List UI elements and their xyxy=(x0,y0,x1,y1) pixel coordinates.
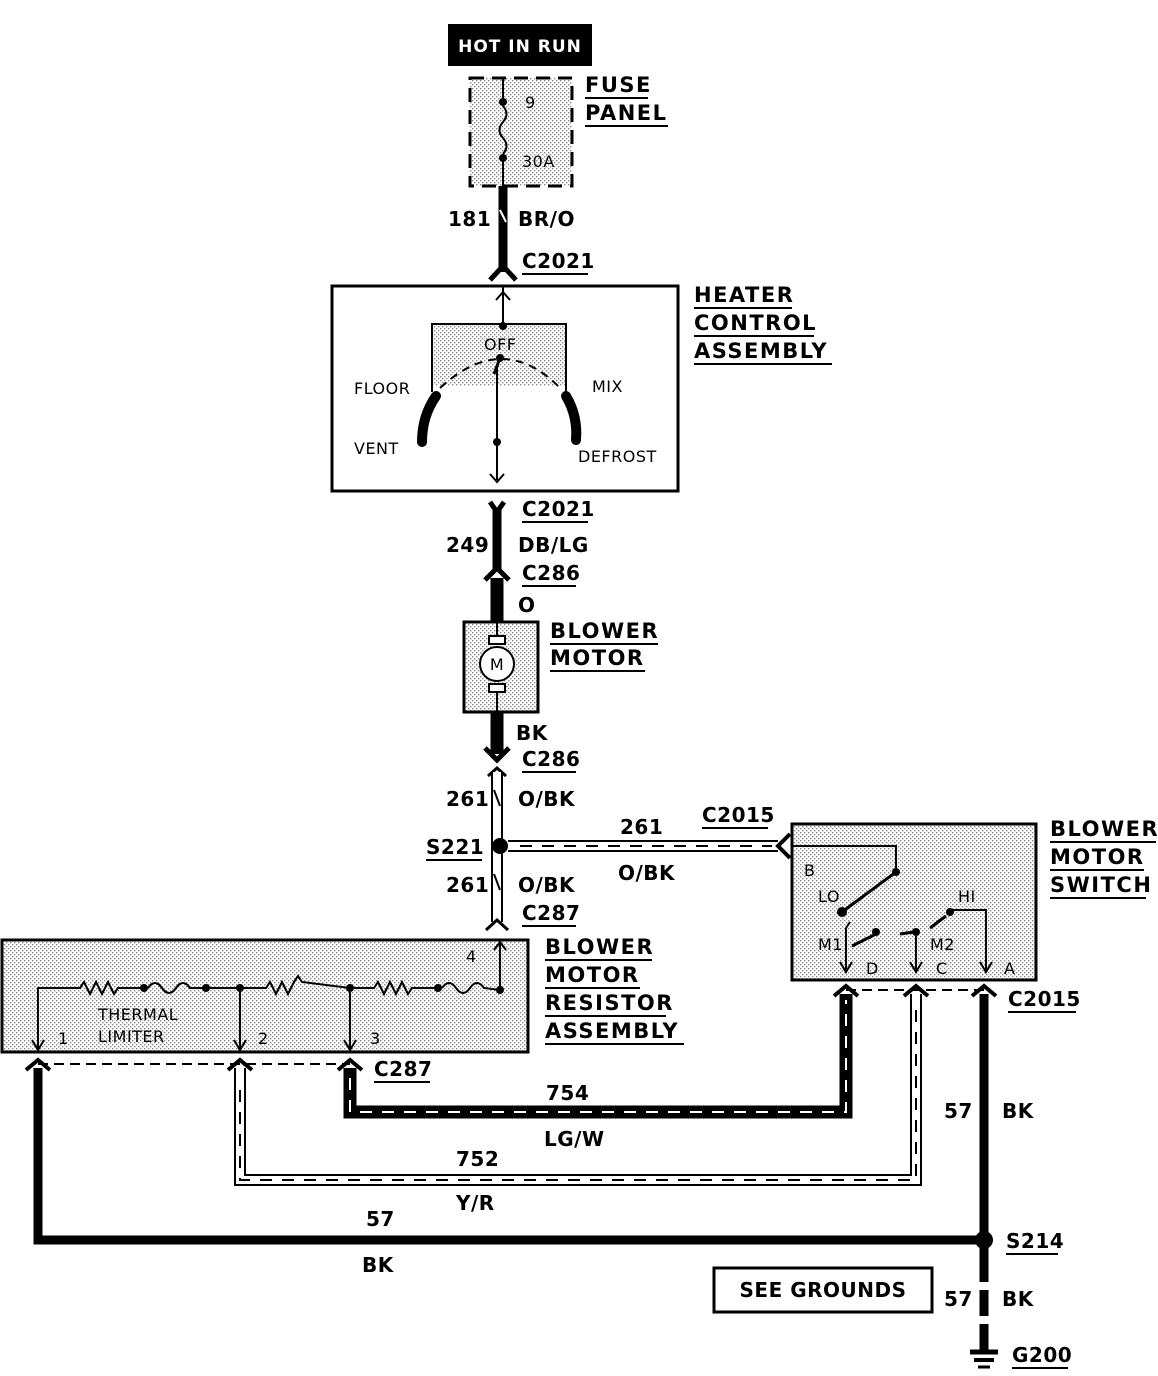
hot-in-run-text: HOT IN RUN xyxy=(458,37,582,57)
resistor-title-4: ASSEMBLY xyxy=(545,1019,679,1043)
position-floor: FLOOR xyxy=(354,379,410,398)
connector-c2021-bottom: C2021 xyxy=(522,497,595,521)
position-defrost: DEFROST xyxy=(578,447,657,466)
blower-motor-title-2: MOTOR xyxy=(550,646,645,670)
wire-752 xyxy=(234,994,922,1186)
ground-symbol-icon xyxy=(970,1349,998,1369)
splice-s221: S221 xyxy=(426,835,484,859)
fuse-panel: 9 30A xyxy=(468,76,574,188)
wire-261-b-color: O/BK xyxy=(518,873,576,897)
connector-c287-bottom-label: C287 xyxy=(374,1057,432,1081)
wire-754-circuit: 754 xyxy=(546,1081,589,1105)
thermal-limiter-1: THERMAL xyxy=(97,1005,178,1024)
see-grounds-text: SEE GROUNDS xyxy=(740,1278,907,1302)
wire-249-color: DB/LG xyxy=(518,533,589,557)
position-vent: VENT xyxy=(354,439,399,458)
connector-c286-bottom: C286 xyxy=(522,747,580,771)
wire-57-left-circuit: 57 xyxy=(366,1207,395,1231)
terminal-m1: M1 xyxy=(818,935,843,954)
see-grounds-box xyxy=(712,1266,934,1314)
wire-261-horizontal xyxy=(508,832,792,860)
terminal-m2: M2 xyxy=(930,935,955,954)
connector-c2015-bottom xyxy=(832,983,998,998)
position-off: OFF xyxy=(484,335,517,354)
resistor-pin-1: 1 xyxy=(58,1029,69,1048)
heater-control-assembly xyxy=(330,284,680,493)
wire-57-ground-circuit: 57 xyxy=(944,1287,973,1311)
wire-181 xyxy=(488,186,518,282)
connector-c287-bottom xyxy=(24,1057,364,1072)
terminal-lo: LO xyxy=(818,887,840,906)
splice-s214: S214 xyxy=(1006,1229,1064,1253)
wire-57-right-color: BK xyxy=(1002,1099,1035,1123)
blower-motor: M xyxy=(462,620,540,714)
wire-motor-in-color: O xyxy=(518,593,536,617)
wire-261-vertical xyxy=(484,765,510,932)
terminal-hi: HI xyxy=(958,887,976,906)
resistor-title-2: MOTOR xyxy=(545,963,640,987)
fuse-panel-title-1: FUSE xyxy=(585,73,652,97)
connector-c286-top: C286 xyxy=(522,561,580,585)
wire-752-color: Y/R xyxy=(455,1191,495,1215)
blower-switch-title-1: BLOWER xyxy=(1050,817,1158,841)
wire-261-a-circuit: 261 xyxy=(446,787,489,811)
position-mix: MIX xyxy=(592,377,623,396)
hot-in-run-label: HOT IN RUN xyxy=(448,24,592,66)
wire-249-circuit: 249 xyxy=(446,533,489,557)
heater-control-title-1: HEATER xyxy=(694,283,794,307)
resistor-pin-2: 2 xyxy=(258,1029,269,1048)
blower-motor-resistor-assembly xyxy=(0,938,530,1054)
thermal-limiter-2: LIMITER xyxy=(98,1027,165,1046)
wire-motor-out xyxy=(483,712,511,764)
fuse-rating: 30A xyxy=(522,152,555,171)
fuse-number: 9 xyxy=(525,93,536,112)
terminal-a: A xyxy=(1004,959,1015,978)
wire-261-b-circuit: 261 xyxy=(446,873,489,897)
blower-switch-title-3: SWITCH xyxy=(1050,873,1152,897)
terminal-b: B xyxy=(804,861,815,880)
wire-261-c-color: O/BK xyxy=(618,861,676,885)
heater-control-title-3: ASSEMBLY xyxy=(694,339,828,363)
motor-symbol: M xyxy=(490,655,504,674)
wire-57-left xyxy=(33,1068,984,1245)
wire-57-right-circuit: 57 xyxy=(944,1099,973,1123)
wire-57-ground-color: BK xyxy=(1002,1287,1035,1311)
connector-c287-top: C287 xyxy=(522,901,580,925)
connector-c2021-top: C2021 xyxy=(522,249,595,273)
wire-181-circuit: 181 xyxy=(448,207,491,231)
blower-switch-title-2: MOTOR xyxy=(1050,845,1145,869)
terminal-d: D xyxy=(866,959,879,978)
wire-249 xyxy=(483,500,511,582)
wire-261-c-circuit: 261 xyxy=(620,815,663,839)
ground-g200: G200 xyxy=(1012,1343,1072,1367)
heater-control-title-2: CONTROL xyxy=(694,311,817,335)
wire-754-color: LG/W xyxy=(544,1127,605,1151)
connector-c2015-left: C2015 xyxy=(702,803,775,827)
fuse-panel-title-2: PANEL xyxy=(585,101,668,125)
wire-752-circuit: 752 xyxy=(456,1147,499,1171)
wire-57-left-color: BK xyxy=(362,1253,395,1277)
resistor-title-3: RESISTOR xyxy=(545,991,674,1015)
wire-754 xyxy=(343,994,853,1119)
wire-261-a-color: O/BK xyxy=(518,787,576,811)
blower-motor-switch xyxy=(790,822,1038,982)
terminal-c: C xyxy=(936,959,948,978)
connector-c2015-right: C2015 xyxy=(1008,987,1081,1011)
wire-181-color: BR/O xyxy=(518,207,575,231)
blower-motor-title-1: BLOWER xyxy=(550,619,659,643)
resistor-pin-3: 3 xyxy=(370,1029,381,1048)
resistor-title-1: BLOWER xyxy=(545,935,654,959)
wire-motor-out-color: BK xyxy=(516,721,549,745)
resistor-pin-4: 4 xyxy=(466,947,477,966)
